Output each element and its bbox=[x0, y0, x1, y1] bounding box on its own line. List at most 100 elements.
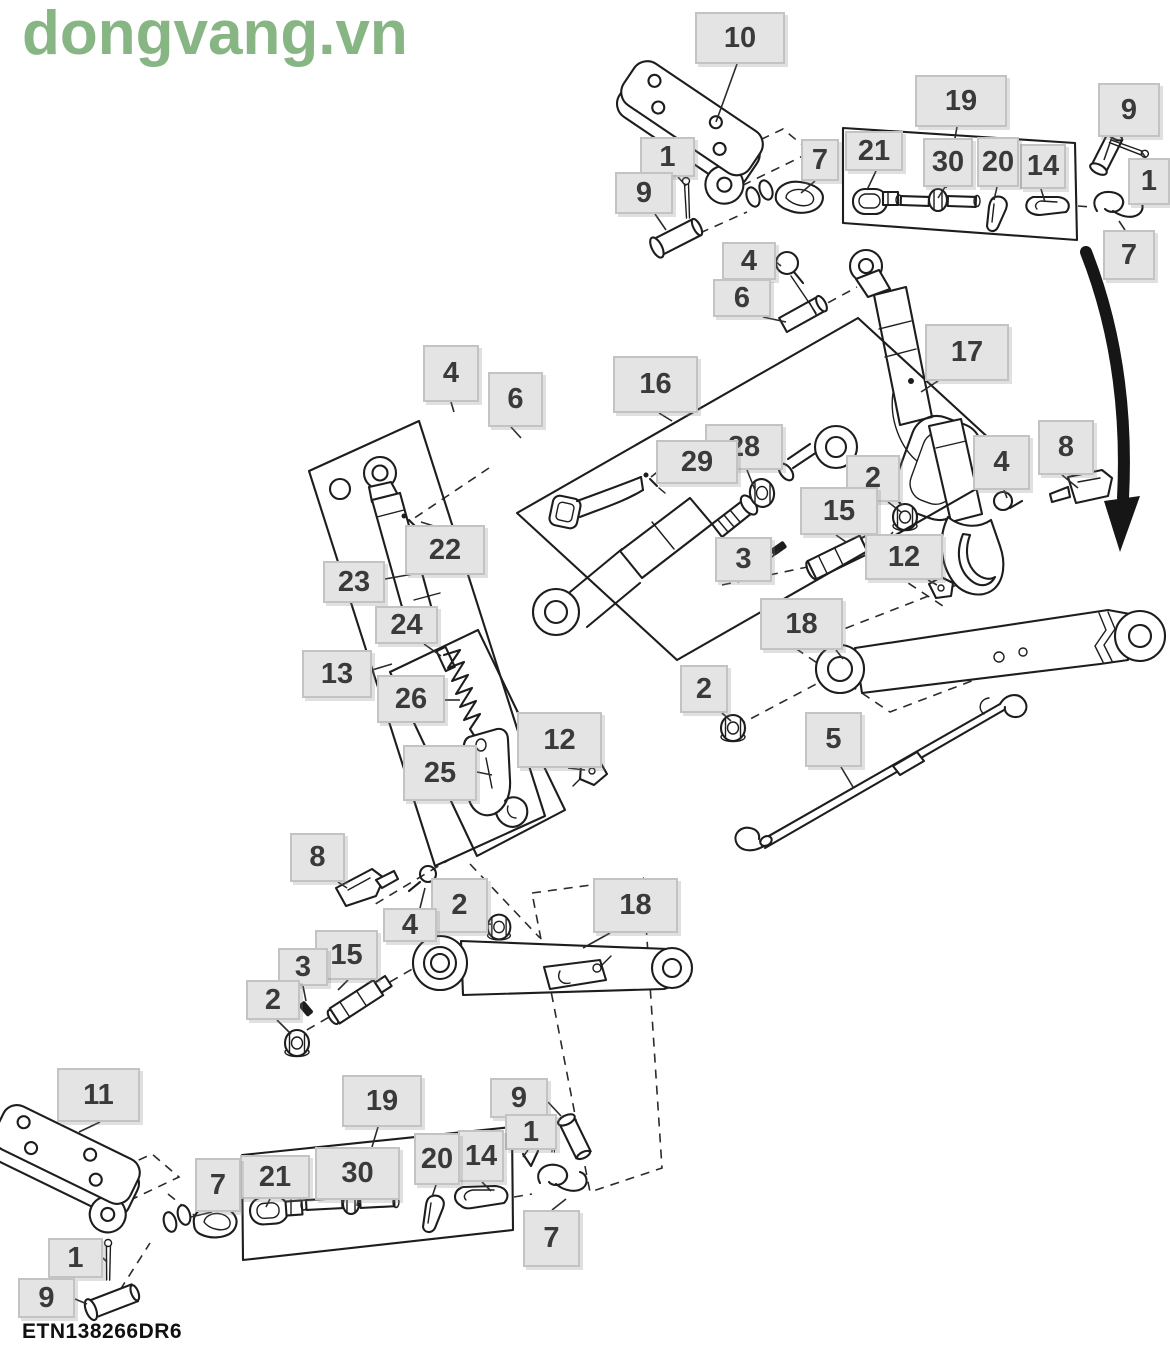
leader-line-2 bbox=[721, 712, 732, 722]
part-20-keeper bbox=[985, 195, 1008, 233]
callout-16: 16 bbox=[613, 356, 698, 413]
leader-line-19 bbox=[371, 1126, 379, 1148]
leader-line-14 bbox=[1040, 188, 1046, 203]
assembly-19-box bbox=[841, 126, 1079, 242]
part-7-clevis bbox=[745, 179, 824, 214]
callout-18: 18 bbox=[593, 878, 678, 933]
callout-9: 9 bbox=[18, 1278, 75, 1318]
callout-21: 21 bbox=[240, 1155, 310, 1199]
leader-line-20 bbox=[993, 186, 998, 201]
assembly-line bbox=[790, 275, 817, 314]
part-15-pivot-pin bbox=[326, 974, 393, 1026]
part-12-clip bbox=[927, 575, 955, 600]
drawing-number: ETN138266DR6 bbox=[22, 1320, 183, 1343]
leader-line-8 bbox=[337, 881, 348, 889]
callout-14: 14 bbox=[1020, 144, 1066, 189]
callout-7: 7 bbox=[801, 139, 839, 181]
part-17-lift-link bbox=[848, 248, 1005, 596]
leader-line-21 bbox=[265, 1198, 271, 1208]
leader-line-15 bbox=[337, 979, 349, 991]
leader-line-3 bbox=[771, 549, 780, 558]
callout-5: 5 bbox=[805, 712, 862, 767]
direction-arrow bbox=[1080, 246, 1140, 552]
leader-line-4 bbox=[450, 401, 455, 413]
callout-10: 10 bbox=[695, 12, 785, 64]
callout-9: 9 bbox=[615, 172, 673, 214]
callout-4: 4 bbox=[423, 345, 479, 402]
callout-leader-lines bbox=[74, 63, 1147, 1305]
leader-line-1 bbox=[522, 1149, 529, 1158]
leader-line-7 bbox=[1118, 220, 1126, 231]
leader-line-5 bbox=[840, 766, 854, 788]
callout-1: 1 bbox=[48, 1238, 103, 1278]
callout-20: 20 bbox=[414, 1133, 460, 1185]
part-16-top-link bbox=[531, 424, 859, 637]
callout-2: 2 bbox=[246, 980, 300, 1020]
leader-line-4 bbox=[419, 887, 426, 909]
leader-line-12 bbox=[927, 579, 938, 586]
callout-30: 30 bbox=[315, 1147, 400, 1200]
leader-line-6 bbox=[510, 426, 522, 439]
part-21-shackle bbox=[248, 1195, 304, 1226]
leader-line-17 bbox=[920, 380, 939, 393]
callout-4: 4 bbox=[973, 435, 1030, 490]
part-11-support-bracket bbox=[0, 1104, 141, 1234]
leader-line-2 bbox=[887, 501, 902, 513]
part-20-keeper bbox=[421, 1194, 445, 1234]
callout-6: 6 bbox=[488, 372, 543, 427]
leader-line-4 bbox=[775, 261, 782, 267]
part-2-flange-nut bbox=[283, 1028, 311, 1058]
callout-4: 4 bbox=[722, 242, 776, 280]
leader-line-8 bbox=[1061, 474, 1079, 489]
part-18-draft-arm bbox=[814, 608, 1167, 695]
callout-7: 7 bbox=[195, 1158, 241, 1212]
callout-18: 18 bbox=[760, 598, 843, 650]
part-8-handle-wedge bbox=[334, 867, 400, 908]
callout-4: 4 bbox=[383, 908, 437, 942]
callout-3: 3 bbox=[278, 948, 328, 986]
part-7-s-hook bbox=[537, 1163, 588, 1192]
callout-13: 13 bbox=[302, 650, 372, 698]
part-4-lynch-pin bbox=[992, 490, 1024, 512]
leader-line-9 bbox=[547, 1101, 562, 1117]
leader-line-4 bbox=[1003, 489, 1008, 499]
callout-2: 2 bbox=[431, 878, 488, 933]
part-6-clevis-pin bbox=[778, 294, 828, 334]
leader-line-18 bbox=[582, 932, 611, 949]
callout-8: 8 bbox=[290, 833, 345, 882]
part-9-pin bbox=[649, 217, 704, 259]
leader-line-9 bbox=[1103, 136, 1113, 161]
callout-19: 19 bbox=[342, 1075, 422, 1127]
callout-30: 30 bbox=[923, 138, 973, 187]
part-1-cotter-pin bbox=[521, 1118, 558, 1168]
leader-line-7 bbox=[551, 1198, 567, 1211]
part-14-hook bbox=[1025, 195, 1070, 217]
callout-11: 11 bbox=[57, 1068, 140, 1122]
callout-8: 8 bbox=[1038, 420, 1094, 475]
leader-line-3 bbox=[302, 985, 307, 1002]
leader-line-9 bbox=[654, 213, 667, 231]
callout-1: 1 bbox=[1128, 158, 1170, 205]
leader-line-21 bbox=[866, 170, 877, 191]
leader-line-2 bbox=[276, 1019, 292, 1035]
part-29-grease-fitting bbox=[643, 472, 666, 494]
leader-line-1 bbox=[102, 1257, 108, 1263]
callout-24: 24 bbox=[375, 606, 438, 644]
leader-line-16 bbox=[658, 412, 673, 422]
leader-line-13 bbox=[371, 663, 393, 671]
part-8-handle-wedge bbox=[1048, 468, 1114, 505]
callout-26: 26 bbox=[377, 675, 445, 723]
leader-line-12 bbox=[567, 767, 586, 771]
callout-7: 7 bbox=[523, 1210, 580, 1267]
callout-12: 12 bbox=[517, 712, 602, 768]
callout-12: 12 bbox=[865, 534, 943, 580]
part-4-lynch-pin bbox=[407, 864, 438, 893]
leader-line-7 bbox=[190, 1211, 213, 1218]
callout-14: 14 bbox=[458, 1130, 504, 1182]
callout-25: 25 bbox=[403, 745, 477, 801]
leader-line-6 bbox=[762, 316, 787, 323]
callout-19: 19 bbox=[915, 75, 1007, 127]
leader-line-11 bbox=[78, 1121, 101, 1133]
